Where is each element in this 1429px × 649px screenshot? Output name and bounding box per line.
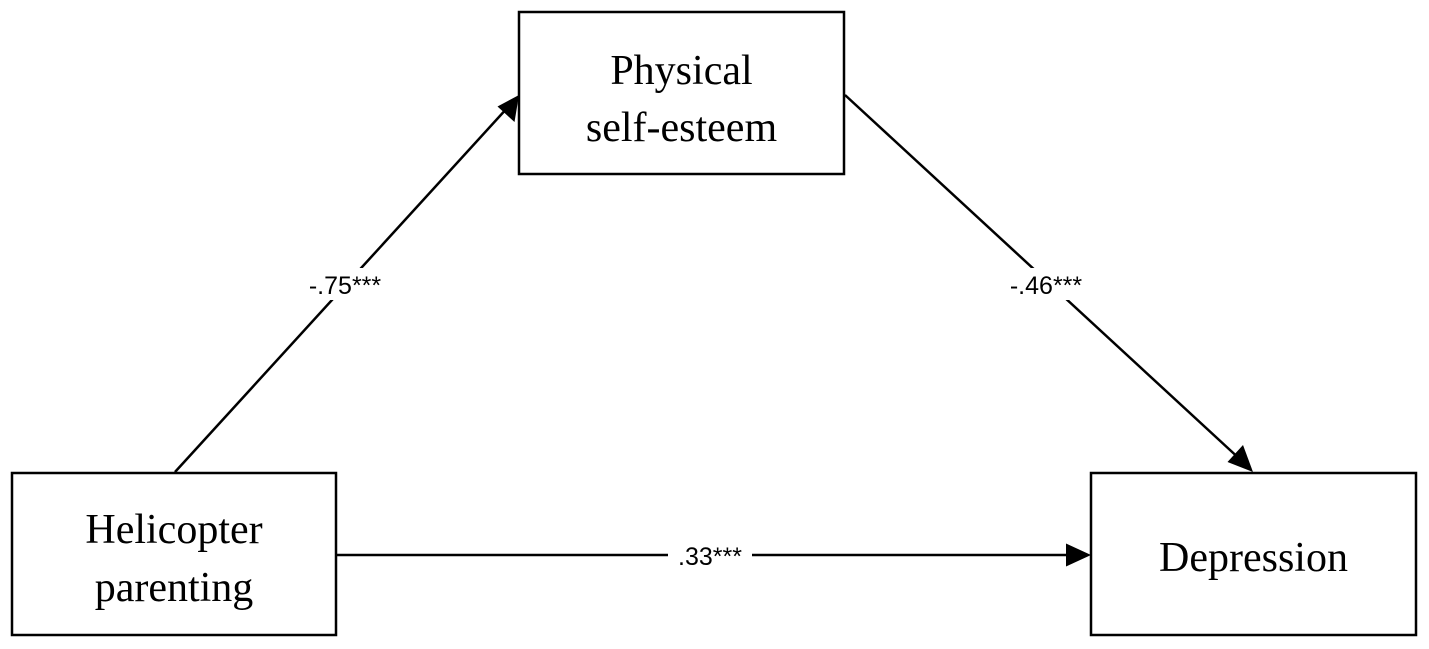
path-coefficient: .33*** <box>678 543 742 571</box>
path-coefficient: -.46*** <box>1010 272 1083 300</box>
edge-label-mediator-to-outcome: -.46*** <box>1000 268 1092 300</box>
node-box <box>517 10 846 176</box>
edge-label-predictor-to-outcome: .33*** <box>668 541 752 571</box>
arrowhead-icon <box>1227 445 1253 472</box>
node-depression: Depression <box>1089 471 1418 637</box>
arrowhead-icon <box>497 95 519 122</box>
node-helicopter-parenting: Helicopter parenting <box>10 471 338 637</box>
node-box <box>10 471 338 637</box>
path-coefficient: -.75*** <box>309 272 382 300</box>
arrowhead-icon <box>1066 543 1091 567</box>
node-label-line2: parenting <box>95 565 254 611</box>
node-physical-self-esteem: Physical self-esteem <box>517 10 846 176</box>
node-label-line2: self-esteem <box>586 105 778 151</box>
node-box <box>1089 471 1418 637</box>
node-label-line1: Depression <box>1159 535 1348 581</box>
node-label-line1: Helicopter <box>85 507 262 553</box>
edge-label-predictor-to-mediator: -.75*** <box>300 268 390 300</box>
node-label-line1: Physical <box>610 48 752 94</box>
